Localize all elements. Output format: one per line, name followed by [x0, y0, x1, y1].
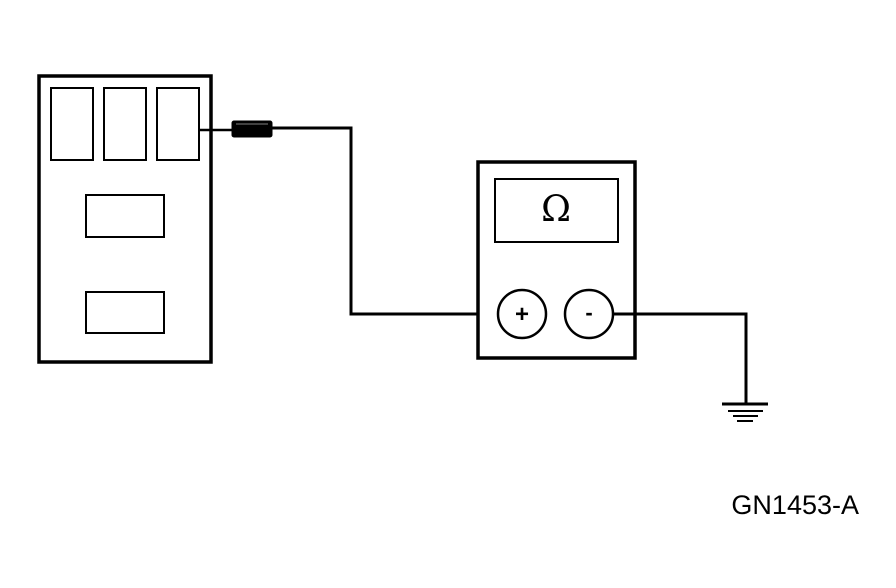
positive-lead-wire — [271, 126, 500, 316]
fuse-slot-1 — [85, 194, 165, 238]
figure-id: GN1453-A — [731, 490, 859, 520]
junction-box-outline — [37, 74, 213, 364]
ohmmeter-display — [494, 178, 619, 243]
ground-icon — [722, 402, 768, 422]
relay-slot-2 — [103, 87, 147, 161]
ohm-symbol: Ω — [541, 189, 571, 230]
positive-test-lead — [199, 120, 500, 316]
negative-lead-wire — [613, 312, 748, 403]
junction-box — [37, 74, 213, 364]
fuse-slot-2 — [85, 291, 165, 334]
positive-terminal — [496, 288, 548, 340]
negative-test-lead — [613, 312, 748, 403]
ohmmeter: Ω + - — [476, 160, 637, 360]
relay-slot-3 — [156, 87, 200, 161]
relay-slot-1 — [50, 87, 94, 161]
negative-terminal-label: - — [585, 300, 592, 325]
positive-terminal-label: + — [515, 301, 529, 328]
